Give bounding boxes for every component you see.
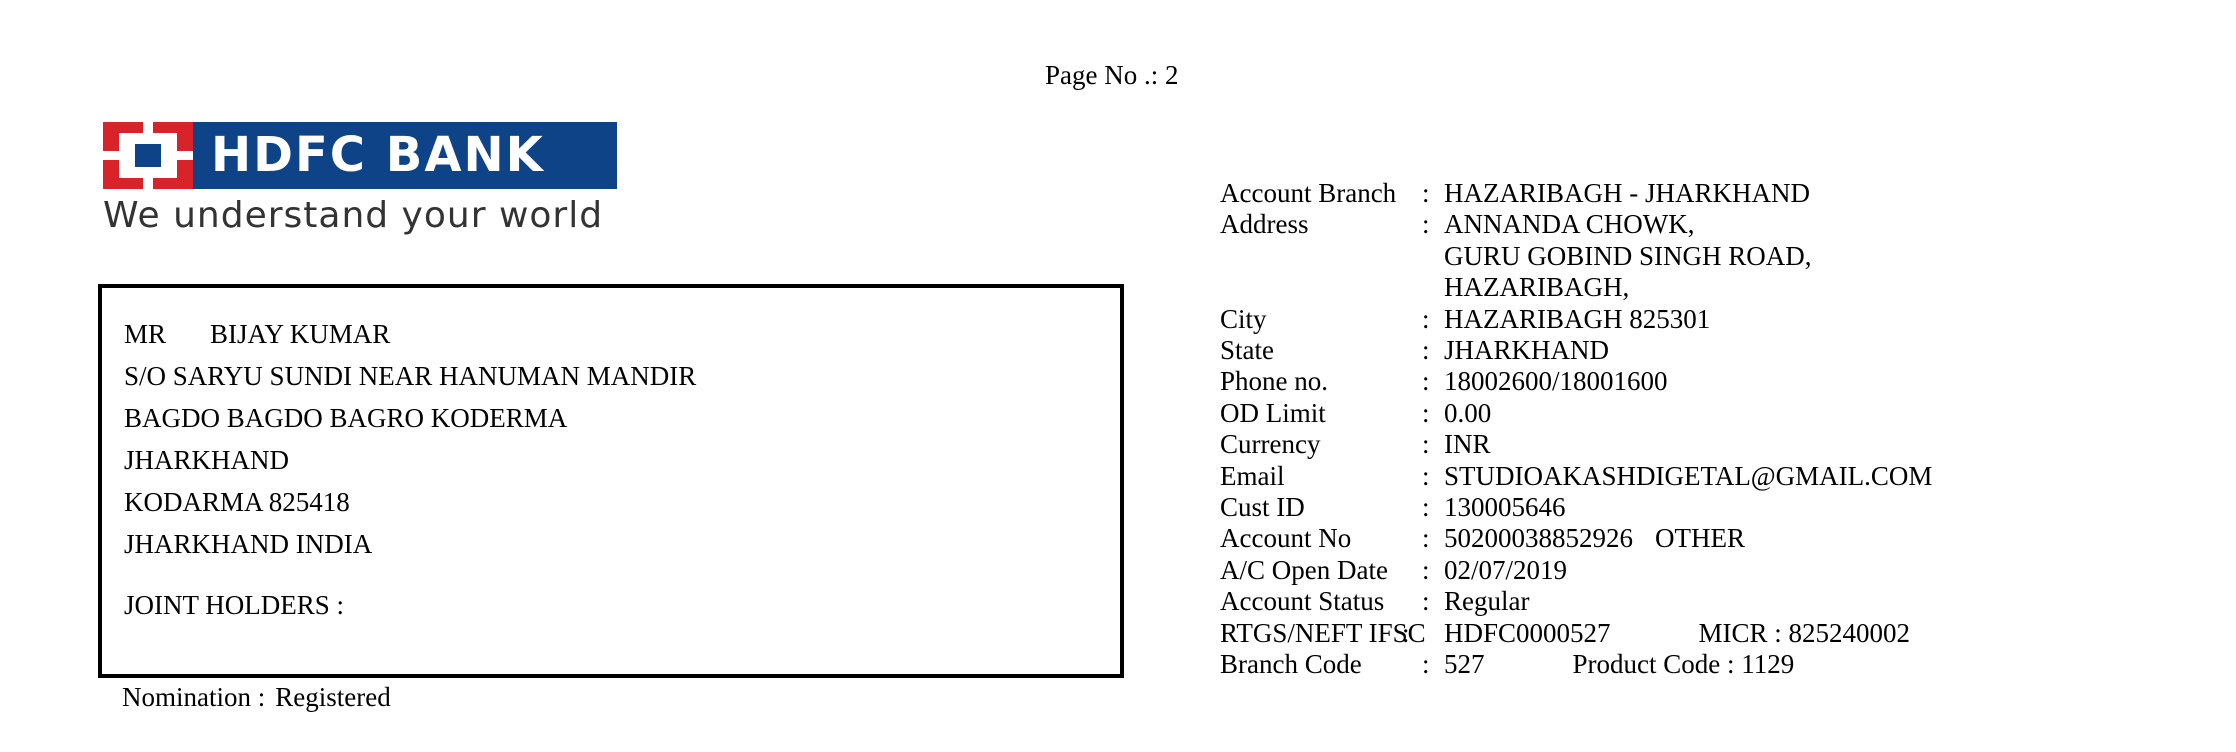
- info-row-address: Address : ANNANDA CHOWK,: [1220, 209, 1932, 240]
- account-type: OTHER: [1655, 523, 1745, 554]
- info-row-branch: Account Branch : HAZARIBAGH - JHARKHAND: [1220, 178, 1932, 209]
- customer-address-line: S/O SARYU SUNDI NEAR HANUMAN MANDIR: [124, 361, 697, 391]
- info-colon: :: [1422, 335, 1430, 366]
- account-info-block: Account Branch : HAZARIBAGH - JHARKHAND …: [1220, 178, 1932, 681]
- info-colon: :: [1422, 649, 1430, 680]
- account-number: 50200038852926: [1444, 523, 1633, 554]
- branch-code: 527: [1444, 649, 1485, 680]
- info-row-branch-code: Branch Code : 527 Product Code : 1129: [1220, 649, 1932, 680]
- logo-tagline: We understand your world: [103, 195, 604, 236]
- info-label: Currency: [1220, 429, 1321, 460]
- info-row-status: Account Status : Regular: [1220, 586, 1932, 617]
- info-label: Email: [1220, 460, 1285, 491]
- info-row-od-limit: OD Limit : 0.00: [1220, 398, 1932, 429]
- info-colon: :: [1422, 460, 1430, 491]
- info-label: Branch Code: [1220, 649, 1362, 680]
- od-limit-value: 0.00: [1444, 397, 1492, 428]
- customer-address-line: JHARKHAND: [124, 445, 290, 475]
- info-colon: :: [1422, 554, 1430, 585]
- info-row-open-date: A/C Open Date : 02/07/2019: [1220, 555, 1932, 586]
- info-label: Account No: [1220, 523, 1352, 554]
- info-label: Phone no.: [1220, 366, 1328, 397]
- city-value: HAZARIBAGH 825301: [1444, 303, 1711, 334]
- info-label: Account Branch: [1220, 178, 1397, 208]
- phone-value: 18002600/18001600: [1444, 366, 1668, 397]
- ifsc-code: HDFC0000527: [1444, 617, 1611, 648]
- customer-address-box: MR BIJAY KUMAR S/O SARYU SUNDI NEAR HANUM…: [98, 284, 1124, 678]
- info-colon: :: [1422, 397, 1430, 428]
- info-label: Account Status: [1220, 586, 1385, 617]
- nomination: Nomination : Registered: [122, 680, 391, 714]
- info-colon: :: [1422, 303, 1430, 334]
- email-value: STUDIOAKASHDIGETAL@GMAIL.COM: [1444, 460, 1933, 491]
- info-colon: :: [1422, 209, 1430, 240]
- hdfc-bank-logo: HDFC BANK: [103, 122, 617, 189]
- state-value: JHARKHAND: [1444, 335, 1610, 366]
- branch-address-line: GURU GOBIND SINGH ROAD,: [1444, 240, 1812, 271]
- info-row-phone: Phone no. : 18002600/18001600: [1220, 366, 1932, 397]
- customer-address-line: KODARMA 825418: [124, 487, 350, 517]
- nomination-value: Registered: [275, 682, 391, 712]
- hdfc-emblem-icon: [103, 122, 193, 189]
- logo-bank-name: HDFC BANK: [211, 127, 545, 183]
- customer-name-line: MR BIJAY KUMAR: [124, 317, 390, 351]
- customer-salutation: MR: [124, 319, 167, 349]
- ifsc-value: HDFC0000527 MICR : 825240002: [1444, 618, 1910, 649]
- branch-address-line: ANNANDA CHOWK,: [1444, 209, 1695, 240]
- info-row-currency: Currency : INR: [1220, 429, 1932, 460]
- account-branch-value: HAZARIBAGH - JHARKHAND: [1444, 178, 1810, 208]
- page-number: Page No .: 2: [1045, 60, 1179, 90]
- info-row-email: Email : STUDIOAKASHDIGETAL@GMAIL.COM: [1220, 461, 1932, 492]
- info-colon: :: [1422, 492, 1430, 523]
- joint-holders-label: JOINT HOLDERS :: [124, 590, 345, 620]
- customer-address-line: JHARKHAND INDIA: [124, 529, 373, 559]
- info-colon: :: [1402, 617, 1410, 648]
- info-label: RTGS/NEFT IFSC: [1220, 617, 1426, 648]
- info-label: Cust ID: [1220, 492, 1305, 523]
- info-colon: :: [1422, 429, 1430, 460]
- info-row-city: City : HAZARIBAGH 825301: [1220, 304, 1932, 335]
- info-colon: :: [1422, 523, 1430, 554]
- branch-address-line: HAZARIBAGH,: [1444, 272, 1630, 303]
- customer-name: BIJAY KUMAR: [210, 319, 391, 349]
- account-status-value: Regular: [1444, 586, 1530, 617]
- info-label: City: [1220, 303, 1267, 334]
- info-row-account-no: Account No : 50200038852926 OTHER: [1220, 523, 1932, 554]
- customer-address-line: BAGDO BAGDO BAGRO KODERMA: [124, 403, 568, 433]
- account-no-value: 50200038852926 OTHER: [1444, 523, 1745, 554]
- info-label: Address: [1220, 209, 1309, 240]
- product-code: Product Code : 1129: [1572, 649, 1795, 680]
- micr-code: MICR : 825240002: [1698, 617, 1911, 648]
- info-colon: :: [1422, 178, 1430, 208]
- info-label: A/C Open Date: [1220, 554, 1388, 585]
- branch-code-value: 527 Product Code : 1129: [1444, 649, 1794, 680]
- open-date-value: 02/07/2019: [1444, 554, 1568, 585]
- info-row-cust-id: Cust ID : 130005646: [1220, 492, 1932, 523]
- info-colon: :: [1422, 586, 1430, 617]
- info-label: State: [1220, 335, 1274, 366]
- info-row-address-cont: GURU GOBIND SINGH ROAD,: [1220, 241, 1932, 272]
- info-colon: :: [1422, 366, 1430, 397]
- info-row-ifsc: RTGS/NEFT IFSC : HDFC0000527 MICR : 82524…: [1220, 618, 1932, 649]
- cust-id-value: 130005646: [1444, 492, 1566, 523]
- currency-value: INR: [1444, 429, 1491, 460]
- info-row-address-cont: HAZARIBAGH,: [1220, 272, 1932, 303]
- info-label: OD Limit: [1220, 397, 1326, 428]
- info-row-state: State : JHARKHAND: [1220, 335, 1932, 366]
- nomination-label: Nomination :: [122, 682, 266, 712]
